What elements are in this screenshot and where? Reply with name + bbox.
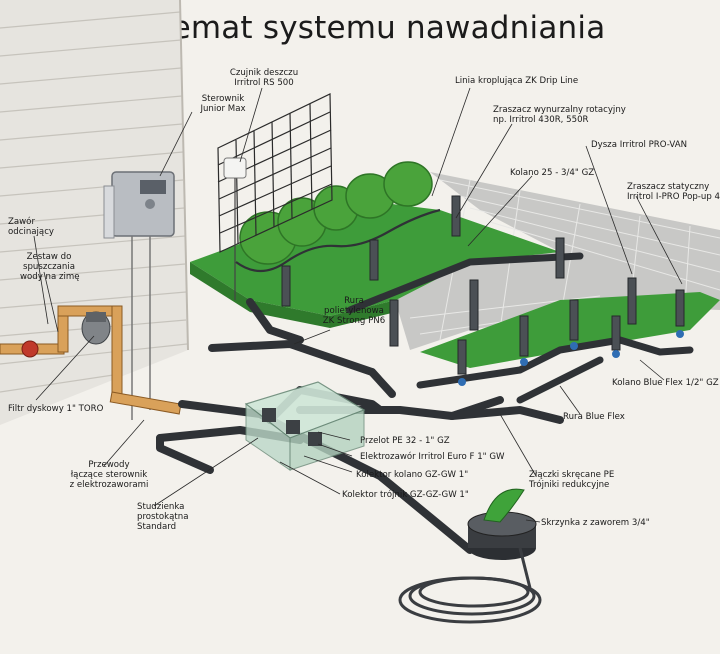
label-manifold-elbow: Kolektor kolano GZ-GW 1" — [356, 470, 469, 480]
trellis — [217, 93, 333, 253]
label-manifold-tee: Kolektor trójnik GZ-GZ-GW 1" — [342, 490, 469, 500]
garden-hose — [398, 547, 542, 624]
label-drip-line: Linia kroplująca ZK Drip Line — [455, 76, 579, 86]
label-solenoid-valve: Elektrozawór Irritrol Euro F 1" GW — [360, 452, 505, 462]
controller-box — [103, 171, 175, 420]
shrubs — [239, 161, 433, 265]
label-blue-flex-elbow: Kolano Blue Flex 1/2" GZ — [612, 378, 719, 388]
leader-lines — [33, 87, 683, 523]
label-pro-van-nozzle: Dysza Irritrol PRO-VAN — [591, 140, 688, 150]
label-blue-flex-pipe: Rura Blue Flex — [563, 412, 625, 422]
sprinkler-heads — [281, 195, 685, 375]
label-tap-box: Skrzynka z zaworem 3/4" — [541, 518, 650, 528]
label-elbow-25: Kolano 25 - 3/4" GZ — [510, 168, 595, 178]
valve-box — [244, 381, 366, 471]
label-adapter-pe: Przelot PE 32 - 1" GZ — [360, 436, 450, 446]
label-disc-filter: Filtr dyskowy 1" TORO — [8, 404, 104, 414]
supply-pipes — [0, 305, 182, 415]
blue-flex-fittings — [458, 330, 684, 386]
diagram-title: Schemat systemu nawadniania — [114, 10, 606, 46]
drip-line — [235, 208, 441, 273]
rain-sensor — [223, 157, 247, 300]
tap-box — [467, 488, 537, 560]
